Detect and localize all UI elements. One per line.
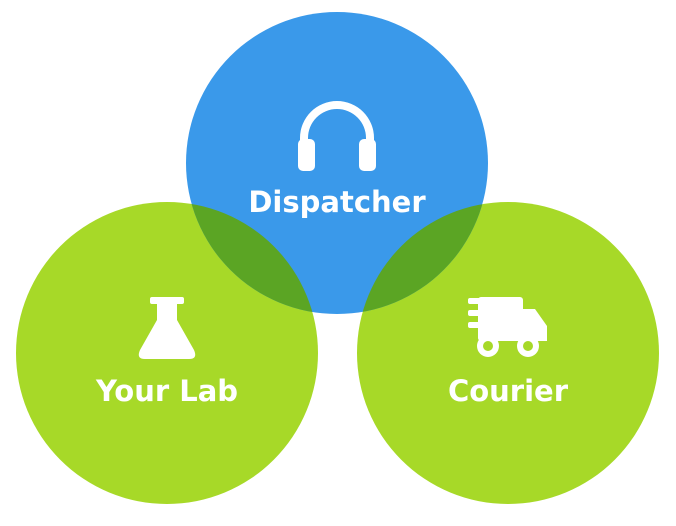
label-your-lab: Your Lab xyxy=(95,374,238,408)
label-courier: Courier xyxy=(448,374,569,408)
delivery-truck-icon xyxy=(468,297,547,357)
overlap-dispatcher-lab xyxy=(186,202,318,314)
flask-icon xyxy=(138,297,196,359)
headphones-icon xyxy=(298,101,376,171)
overlap-dispatcher-courier xyxy=(357,202,488,314)
label-dispatcher: Dispatcher xyxy=(248,185,426,219)
